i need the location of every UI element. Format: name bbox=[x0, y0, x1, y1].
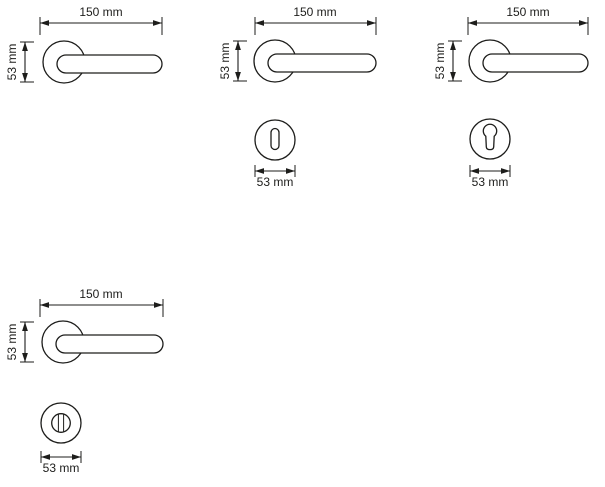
lever-outline bbox=[55, 334, 164, 354]
euro-cylinder-keyhole-icon bbox=[482, 123, 498, 151]
height-dimension-label: 53 mm bbox=[218, 43, 232, 80]
wc-turn-escutcheon: 53 mm bbox=[40, 402, 82, 475]
height-dimension-label: 53 mm bbox=[433, 43, 447, 80]
euro-cylinder-escutcheon: 53 mm bbox=[469, 118, 511, 189]
lever-outline bbox=[482, 53, 589, 73]
length-dimension-label: 150 mm bbox=[506, 5, 549, 19]
oval-keyhole-icon bbox=[270, 127, 280, 151]
lever-outline bbox=[56, 54, 163, 74]
escutcheon-outline bbox=[40, 402, 82, 444]
drawing-handle-top-left: 150 mm 53 mm bbox=[5, 5, 163, 84]
length-dimension-label: 150 mm bbox=[293, 5, 336, 19]
height-dimension-label: 53 mm bbox=[5, 44, 19, 81]
escutcheon-outline bbox=[254, 119, 296, 161]
escutcheon-dimension-label: 53 mm bbox=[43, 461, 80, 475]
escutcheon-dimension-label: 53 mm bbox=[257, 175, 294, 189]
oval-keyhole-escutcheon: 53 mm bbox=[254, 119, 296, 189]
thumb-turn-icon bbox=[51, 413, 71, 433]
drawing-handle-bottom-left: 150 mm 53 mm 53 mm bbox=[5, 287, 164, 475]
drawing-handle-top-center: 150 mm 53 mm 53 mm bbox=[218, 5, 377, 189]
drawing-handle-top-right: 150 mm 53 mm 53 mm bbox=[433, 5, 589, 189]
escutcheon-dimension-label: 53 mm bbox=[472, 175, 509, 189]
height-dimension-label: 53 mm bbox=[5, 324, 19, 361]
length-dimension-label: 150 mm bbox=[79, 5, 122, 19]
escutcheon-outline bbox=[469, 118, 511, 160]
lever-outline bbox=[267, 53, 377, 73]
length-dimension-label: 150 mm bbox=[79, 287, 122, 301]
